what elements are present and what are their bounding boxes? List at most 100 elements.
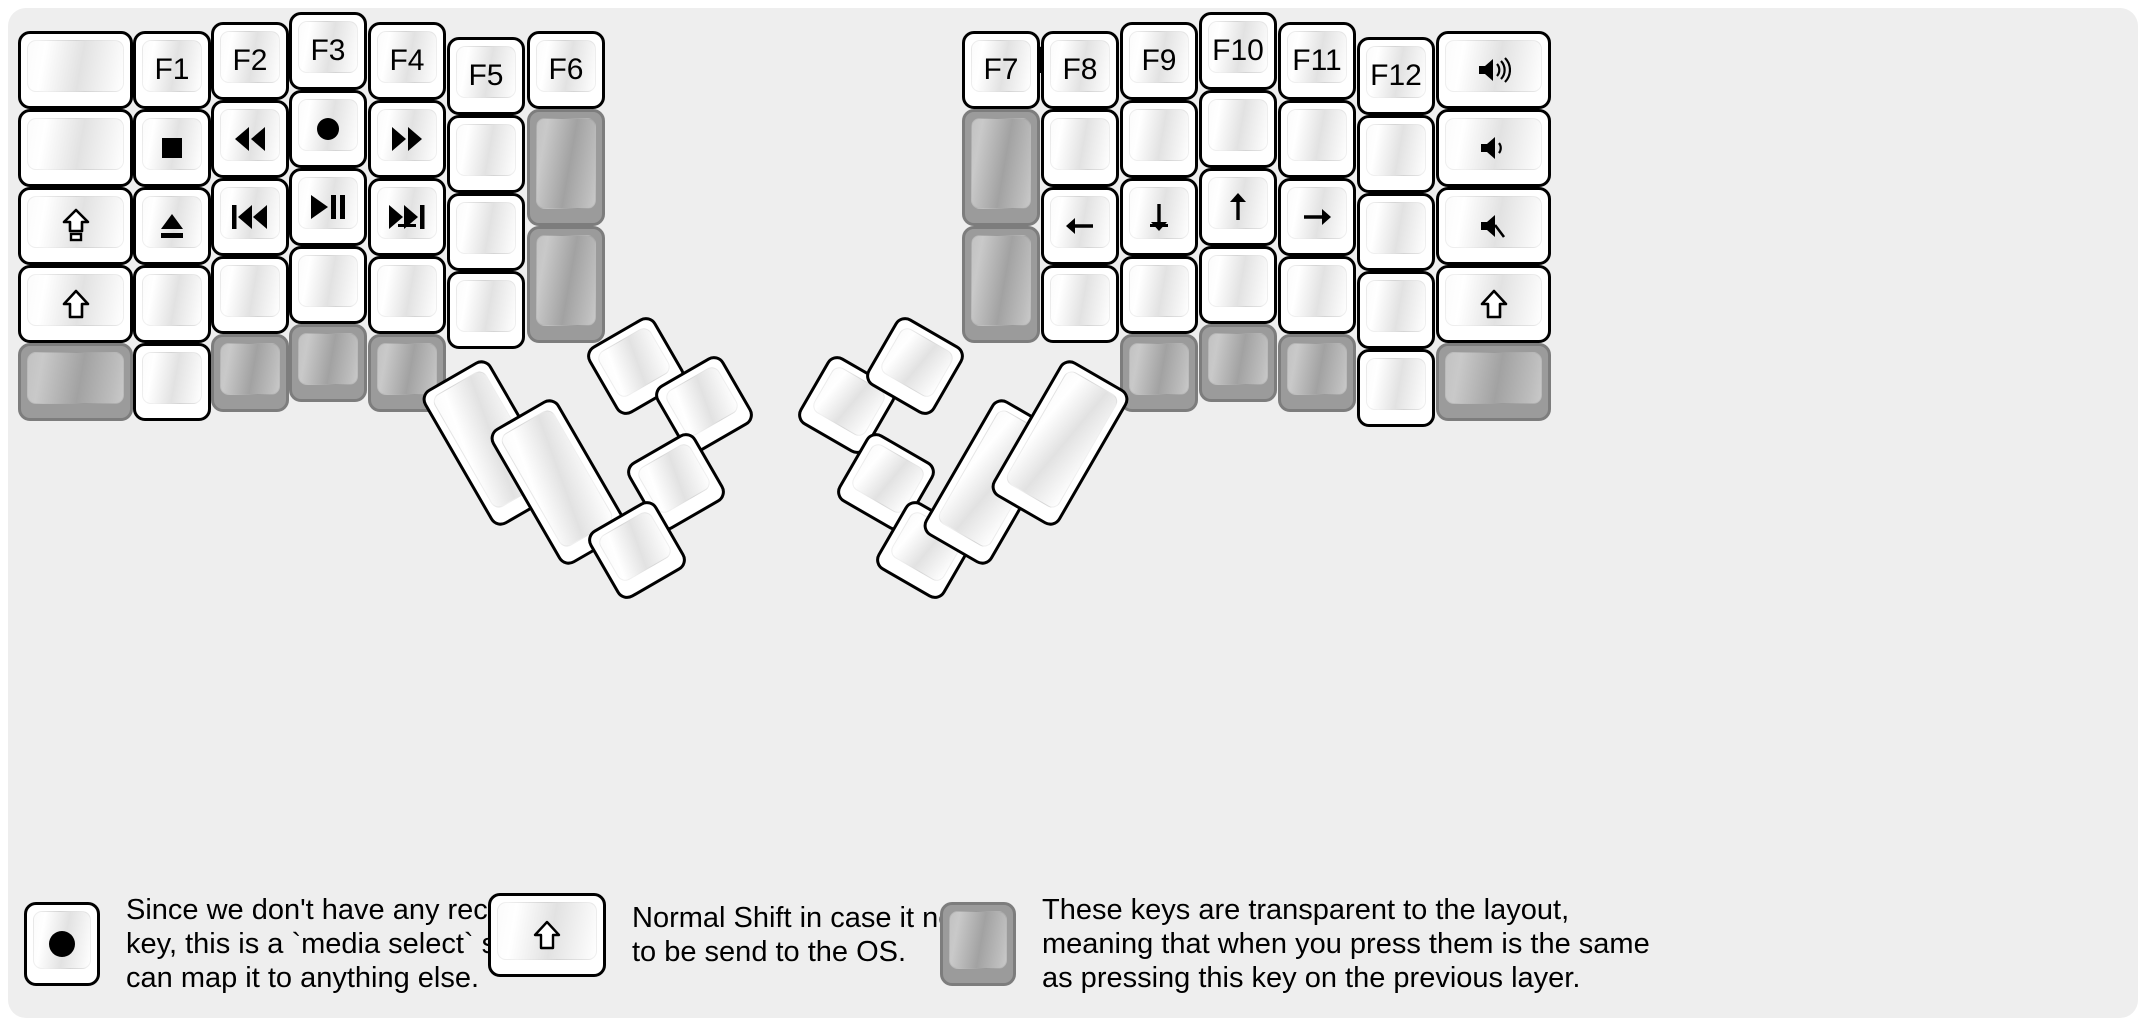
legend-key-record[interactable] bbox=[24, 902, 100, 987]
col-f2-key-0-cap bbox=[220, 31, 280, 83]
col-f9-key-2[interactable] bbox=[1120, 178, 1198, 256]
col-f11-key-0-cap bbox=[1287, 31, 1347, 83]
col-f11-key-1[interactable] bbox=[1278, 100, 1356, 178]
col-outer-right-key-3[interactable] bbox=[1436, 265, 1551, 343]
col-f1-key-3[interactable] bbox=[133, 265, 211, 343]
col-f1-key-1-cap bbox=[142, 118, 202, 170]
col-f3-key-4[interactable] bbox=[289, 324, 367, 402]
col-f7-key-0[interactable]: F7 bbox=[962, 31, 1040, 109]
col-f1-key-4[interactable] bbox=[133, 343, 211, 421]
col-f4-key-2[interactable] bbox=[368, 178, 446, 256]
col-f9-key-4[interactable] bbox=[1120, 334, 1198, 412]
legend-item-transparent: These keys are transparent to the layout… bbox=[940, 893, 1650, 996]
col-f12-key-1[interactable] bbox=[1357, 115, 1435, 193]
col-outer-key-4-cap bbox=[27, 352, 124, 404]
col-f6-key-1[interactable] bbox=[527, 109, 605, 226]
col-outer-right-key-4[interactable] bbox=[1436, 343, 1551, 421]
col-f7-key-1[interactable] bbox=[962, 109, 1040, 226]
col-f12-key-4[interactable] bbox=[1357, 349, 1435, 427]
col-f3-key-0[interactable]: F3 bbox=[289, 12, 367, 90]
col-f12-key-2[interactable] bbox=[1357, 193, 1435, 271]
legend-key-transparent[interactable] bbox=[940, 902, 1016, 987]
col-outer-right-key-2[interactable] bbox=[1436, 187, 1551, 265]
col-f6-key-2-cap bbox=[536, 235, 596, 326]
col-outer-key-0[interactable] bbox=[18, 31, 133, 109]
col-f12-key-2-cap bbox=[1366, 202, 1426, 254]
legend-item-shift: Normal Shift in case it needs to be send… bbox=[488, 893, 1001, 977]
col-f6-key-2[interactable] bbox=[527, 226, 605, 343]
col-f2-key-0[interactable]: F2 bbox=[211, 22, 289, 100]
col-f9-key-0[interactable]: F9 bbox=[1120, 22, 1198, 100]
col-f10-key-0[interactable]: F10 bbox=[1199, 12, 1277, 90]
col-f10-key-3[interactable] bbox=[1199, 246, 1277, 324]
col-f2-key-2[interactable] bbox=[211, 178, 289, 256]
col-f11-key-0[interactable]: F11 bbox=[1278, 22, 1356, 100]
col-f3-key-3-cap bbox=[298, 255, 358, 307]
col-f2-key-1[interactable] bbox=[211, 100, 289, 178]
col-f11-key-3[interactable] bbox=[1278, 256, 1356, 334]
col-outer-key-2[interactable] bbox=[18, 187, 133, 265]
col-outer-key-3[interactable] bbox=[18, 265, 133, 343]
legend-key-shift[interactable] bbox=[488, 893, 606, 977]
col-f12-key-4-cap bbox=[1366, 358, 1426, 410]
col-f8-key-0[interactable]: F8 bbox=[1041, 31, 1119, 109]
col-f3-key-2[interactable] bbox=[289, 168, 367, 246]
col-f4-key-3[interactable] bbox=[368, 256, 446, 334]
col-f2-key-4[interactable] bbox=[211, 334, 289, 412]
col-f10-key-3-cap bbox=[1208, 255, 1268, 307]
col-f12-key-0[interactable]: F12 bbox=[1357, 37, 1435, 115]
col-outer-right-key-4-cap bbox=[1445, 352, 1542, 404]
col-f5-key-1-cap bbox=[456, 124, 516, 176]
col-f2-key-2-cap bbox=[220, 187, 280, 239]
col-f5-key-1[interactable] bbox=[447, 115, 525, 193]
col-f9-key-1[interactable] bbox=[1120, 100, 1198, 178]
col-f4-key-4-cap bbox=[377, 343, 437, 395]
col-outer-key-4[interactable] bbox=[18, 343, 133, 421]
col-f4-key-0[interactable]: F4 bbox=[368, 22, 446, 100]
col-f11-key-1-cap bbox=[1287, 109, 1347, 161]
col-outer-right-key-0[interactable] bbox=[1436, 31, 1551, 109]
col-f11-key-2[interactable] bbox=[1278, 178, 1356, 256]
col-f7-key-2-cap bbox=[971, 235, 1031, 326]
col-f12-key-1-cap bbox=[1366, 124, 1426, 176]
col-f6-key-0-cap bbox=[536, 40, 596, 92]
col-f8-key-1[interactable] bbox=[1041, 109, 1119, 187]
col-f7-key-2[interactable] bbox=[962, 226, 1040, 343]
legend-key-record-cap bbox=[33, 911, 91, 970]
col-f5-key-3-cap bbox=[456, 280, 516, 332]
col-f1-key-0[interactable]: F1 bbox=[133, 31, 211, 109]
col-f7-key-0-cap bbox=[971, 40, 1031, 92]
col-f12-key-3[interactable] bbox=[1357, 271, 1435, 349]
col-f1-key-2[interactable] bbox=[133, 187, 211, 265]
col-f11-key-4[interactable] bbox=[1278, 334, 1356, 412]
col-f8-key-0-cap bbox=[1050, 40, 1110, 92]
col-f8-key-2[interactable] bbox=[1041, 187, 1119, 265]
col-outer-right-key-2-cap bbox=[1445, 196, 1542, 248]
col-f2-key-3[interactable] bbox=[211, 256, 289, 334]
col-outer-right-key-3-cap bbox=[1445, 274, 1542, 326]
col-f8-key-3[interactable] bbox=[1041, 265, 1119, 343]
col-f1-key-1[interactable] bbox=[133, 109, 211, 187]
col-f5-key-3[interactable] bbox=[447, 271, 525, 349]
col-f3-key-1[interactable] bbox=[289, 90, 367, 168]
col-f4-key-1[interactable] bbox=[368, 100, 446, 178]
col-f10-key-2[interactable] bbox=[1199, 168, 1277, 246]
col-outer-right-key-1[interactable] bbox=[1436, 109, 1551, 187]
col-f10-key-1[interactable] bbox=[1199, 90, 1277, 168]
col-f8-key-1-cap bbox=[1050, 118, 1110, 170]
col-f12-key-3-cap bbox=[1366, 280, 1426, 332]
legend-key-transparent-cap bbox=[949, 911, 1007, 970]
col-f9-key-4-cap bbox=[1129, 343, 1189, 395]
col-f2-key-1-cap bbox=[220, 109, 280, 161]
col-f5-key-0[interactable]: F5 bbox=[447, 37, 525, 115]
col-f9-key-3[interactable] bbox=[1120, 256, 1198, 334]
col-f6-key-0[interactable]: F6 bbox=[527, 31, 605, 109]
col-f5-key-2[interactable] bbox=[447, 193, 525, 271]
col-f11-key-2-cap bbox=[1287, 187, 1347, 239]
col-f4-key-3-cap bbox=[377, 265, 437, 317]
col-outer-right-key-0-cap bbox=[1445, 40, 1542, 92]
col-f10-key-4[interactable] bbox=[1199, 324, 1277, 402]
col-f3-key-3[interactable] bbox=[289, 246, 367, 324]
col-outer-key-1[interactable] bbox=[18, 109, 133, 187]
